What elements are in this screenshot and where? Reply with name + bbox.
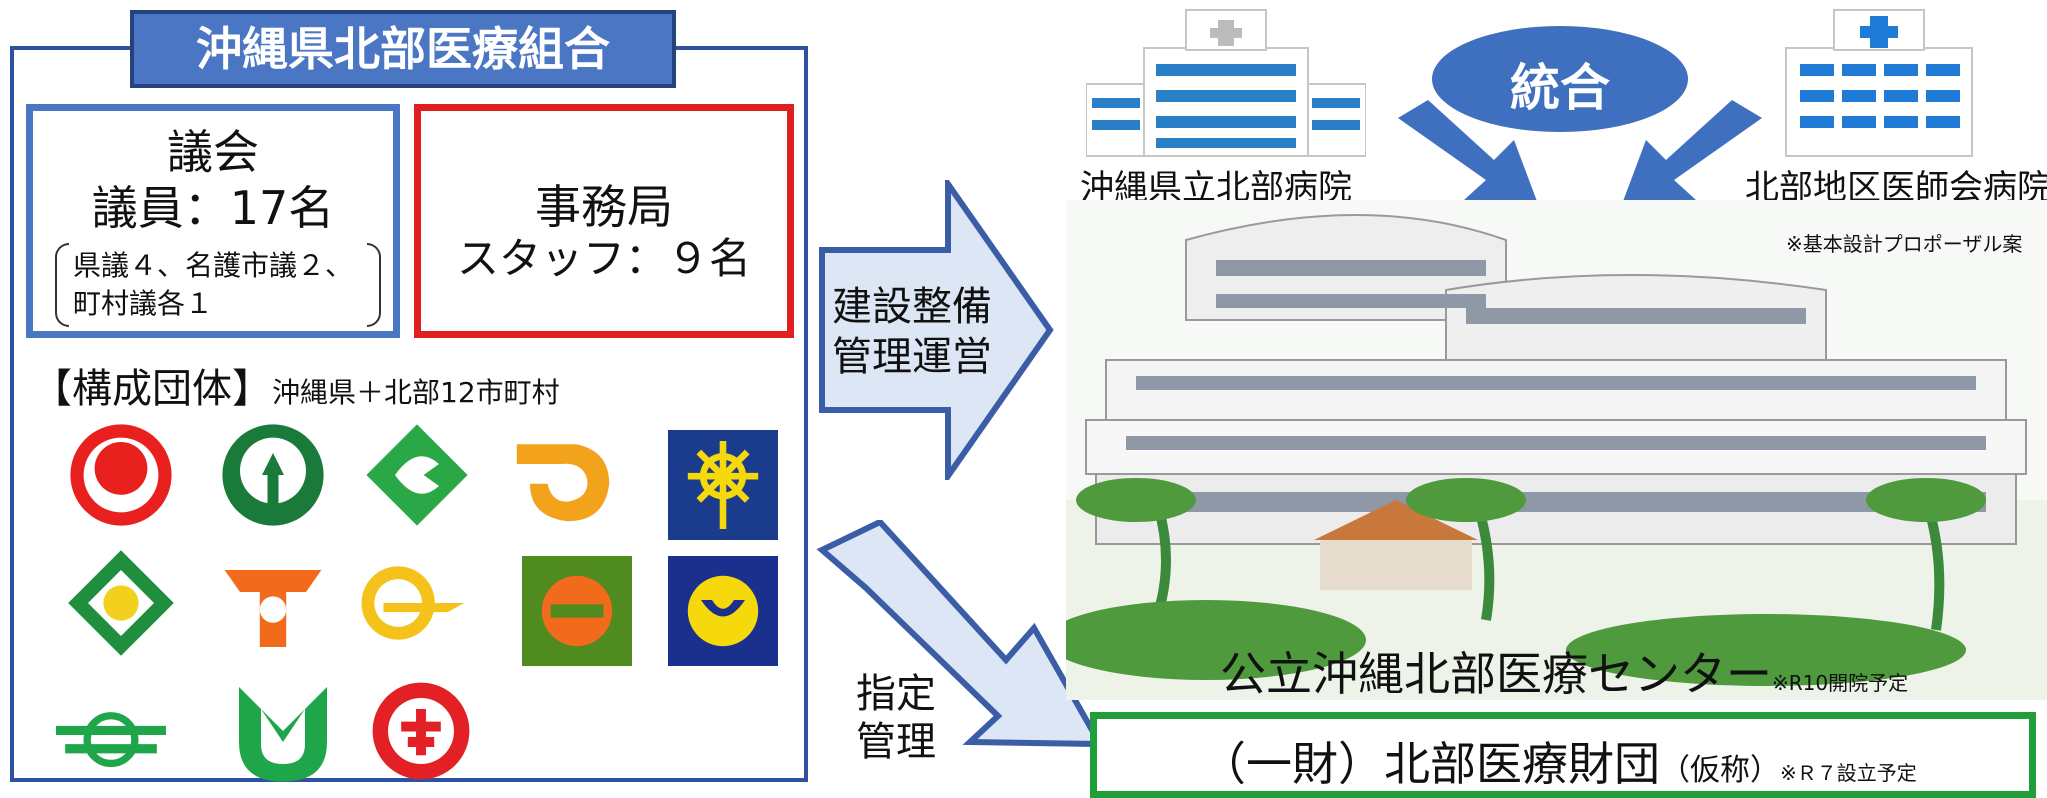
construction-label-line1: 建設整備 [832, 284, 992, 330]
medical-association-hospital-icon [1785, 9, 1973, 157]
secretariat-staff: スタッフ：９名 [456, 234, 751, 283]
merge-ellipse [1432, 26, 1688, 132]
municipal-emblem-7 [224, 570, 322, 647]
opening-note: ※R10開院予定 [1772, 671, 1909, 695]
secretariat-box: 事務局 スタッフ：９名 [414, 104, 794, 338]
municipal-emblem-3 [366, 424, 468, 526]
medical-center-building-illustration [1066, 200, 2047, 700]
foundation-note: ※Ｒ７設立予定 [1780, 761, 1917, 785]
medical-center-title: 公立沖縄北部医療センター [1220, 647, 1772, 701]
foundation-name: （一財）北部医療財団（仮称）※Ｒ７設立予定 [1200, 728, 1917, 794]
municipal-emblem-9 [522, 556, 632, 666]
medical-center-name: 公立沖縄北部医療センター※R10開院予定 [1220, 638, 1908, 704]
designated-management-arrow [816, 520, 1106, 748]
prefectural-hospital-icon [1086, 9, 1366, 157]
secretariat-title: 事務局 [535, 180, 673, 234]
municipal-emblem-10 [668, 556, 778, 666]
construction-arrow [819, 180, 1054, 480]
organization-title: 沖縄県北部医療組合 [130, 10, 676, 88]
merge-label: 統合 [1510, 59, 1610, 117]
municipal-emblem-4 [516, 444, 610, 522]
construction-label-line2: 管理運営 [832, 334, 992, 380]
foundation-tentative: （仮称） [1660, 753, 1780, 788]
council-breakdown: 県議４、名護市議２、 町村議各１ [55, 243, 381, 327]
council-title: 議会 [167, 125, 259, 179]
okinawa-prefecture-emblem [70, 424, 172, 526]
council-breakdown-line2: 町村議各１ [73, 287, 214, 320]
member-entities-heading: 【構成団体】沖縄県＋北部12市町村 [32, 356, 560, 414]
municipal-emblem-11 [56, 712, 166, 768]
municipal-emblem-13 [372, 682, 470, 780]
left-bracket [55, 243, 69, 327]
municipal-emblem-8 [361, 566, 465, 640]
merge-arrow-left [1398, 100, 1538, 204]
member-entities-label: 【構成団体】 [32, 366, 272, 412]
designated-management-label: 指定 管理 [856, 670, 936, 766]
municipal-emblem-12 [239, 687, 327, 782]
construction-label: 建設整備 管理運営 [832, 282, 1012, 382]
member-entities-detail: 沖縄県＋北部12市町村 [272, 376, 560, 409]
municipal-emblem-5 [668, 430, 778, 540]
designated-management-line2: 管理 [856, 719, 936, 765]
merge-arrow-right [1622, 100, 1762, 204]
municipal-emblem-6 [68, 550, 174, 656]
council-box: 議会 議員：17名 県議４、名護市議２、 町村議各１ [26, 104, 400, 338]
designated-management-line1: 指定 [856, 671, 936, 717]
council-members: 議員：17名 [91, 181, 335, 235]
council-breakdown-line1: 県議４、名護市議２、 [73, 249, 354, 282]
nago-emblem [222, 424, 324, 526]
foundation-title: （一財）北部医療財団 [1200, 737, 1660, 791]
right-bracket [367, 243, 381, 327]
design-proposal-note: ※基本設計プロポーザル案 [1786, 232, 2023, 256]
